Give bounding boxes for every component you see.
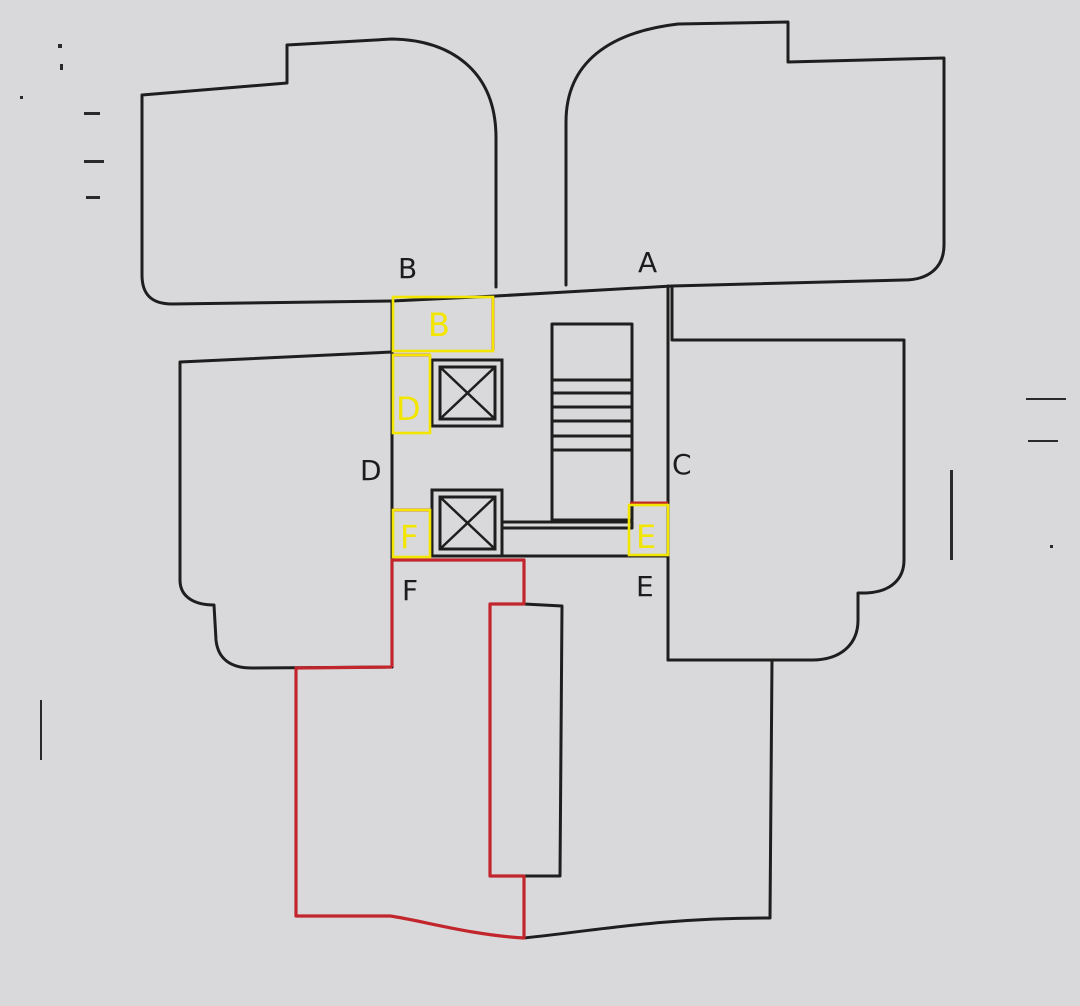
highlight-label-f: F xyxy=(400,518,418,556)
plan-label-e: E xyxy=(636,570,654,603)
highlight-box-f xyxy=(391,508,432,559)
plan-label-c: C xyxy=(672,448,692,481)
unit-right-middle-outline xyxy=(666,284,906,662)
unit-bottom-right-outline xyxy=(522,558,774,940)
unit-bottom-left-red-outline xyxy=(294,558,526,940)
plan-label-d: D xyxy=(360,454,382,487)
elevator-lower-icon xyxy=(430,488,504,558)
unit-top-right-outline xyxy=(564,20,946,288)
highlight-box-e xyxy=(627,503,670,557)
unit-top-left-outline xyxy=(140,37,498,306)
highlight-label-e: E xyxy=(636,518,656,556)
elevator-upper-icon xyxy=(430,358,504,428)
stair-core xyxy=(502,322,634,530)
highlight-label-b: B xyxy=(428,306,450,344)
plan-label-b: B xyxy=(398,252,417,285)
corridor-top-line xyxy=(390,284,674,303)
unit-left-middle-outline xyxy=(178,350,394,670)
plan-label-a: A xyxy=(638,246,657,279)
highlight-box-b xyxy=(391,295,495,353)
highlight-label-d: D xyxy=(396,390,421,428)
paper-marks xyxy=(20,44,1066,760)
highlight-box-d xyxy=(391,353,432,435)
plan-label-f: F xyxy=(402,574,418,607)
